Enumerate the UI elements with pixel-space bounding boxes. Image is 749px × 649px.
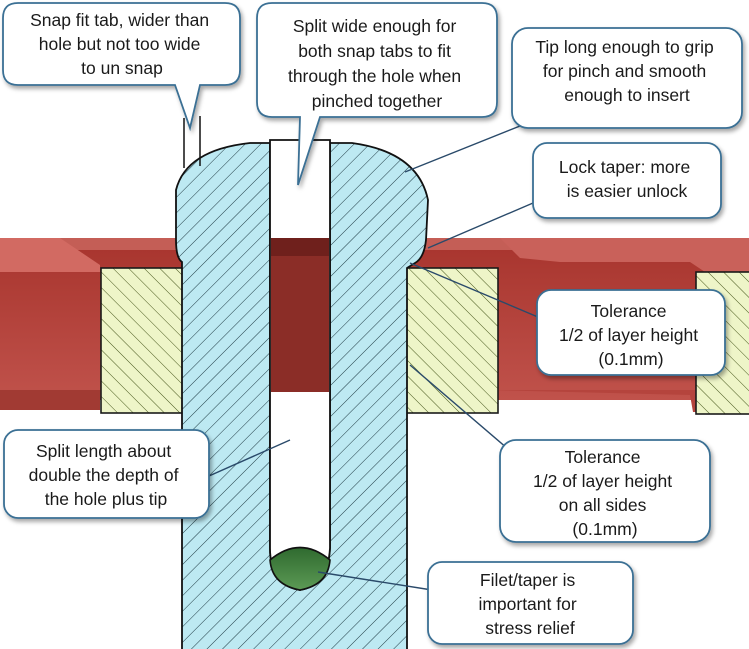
callout-split-width-text: Split wide enough for both snap tabs to … bbox=[288, 16, 466, 111]
leader-lines bbox=[199, 117, 546, 591]
callout-split-width bbox=[256, 2, 498, 186]
callout-fillet-text: Filet/taper is important for stress reli… bbox=[478, 570, 581, 638]
leader-fillet bbox=[317, 571, 433, 591]
leader-tolerance-sides bbox=[409, 364, 516, 456]
callout-tolerance-top-text: Tolerance 1/2 of layer height (0.1mm) bbox=[559, 301, 703, 369]
slot-plate-behind bbox=[271, 240, 329, 392]
leader-tip-length bbox=[404, 117, 541, 173]
callout-lock-taper-text: Lock taper: more is easier unlock bbox=[559, 157, 695, 201]
callout-split-length-text: Split length about double the depth of t… bbox=[29, 441, 184, 509]
callout-snap-tab-text: Snap fit tab, wider than hole but not to… bbox=[30, 10, 214, 78]
leader-lock-taper bbox=[427, 199, 541, 249]
callout-tolerance-sides-text: Tolerance 1/2 of layer height on all sid… bbox=[533, 447, 677, 539]
callout-tip-length bbox=[511, 27, 743, 129]
plate-bevel-right bbox=[500, 238, 749, 272]
callout-tolerance-top bbox=[536, 289, 726, 376]
callout-tip-length-text: Tip long enough to grip for pinch and sm… bbox=[535, 37, 718, 105]
callout-split-length bbox=[3, 429, 210, 519]
hole-wall-right bbox=[404, 267, 499, 414]
fillet-relief bbox=[269, 546, 331, 591]
plate-bottom-edge bbox=[0, 390, 100, 410]
leader-tolerance-top bbox=[409, 262, 546, 321]
slot-plate-top bbox=[271, 238, 329, 256]
plate-bevel-left bbox=[0, 238, 100, 272]
callout-snap-tab bbox=[2, 2, 241, 132]
callout-lock-taper bbox=[532, 142, 722, 219]
leader-split-length bbox=[199, 439, 291, 481]
callout-fillet bbox=[427, 561, 634, 645]
callout-tolerance-sides bbox=[499, 439, 711, 543]
